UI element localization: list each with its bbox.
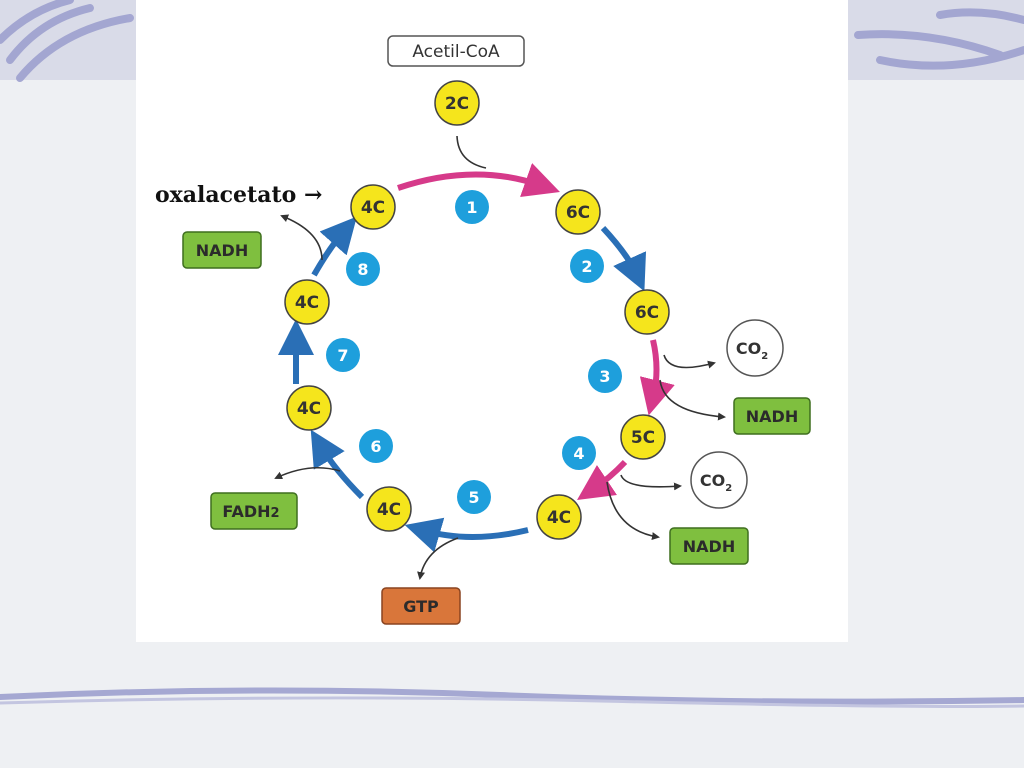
arrow-step-4 (577, 459, 628, 500)
nadh-product-b: NADH (669, 527, 749, 565)
step-2: 2 (570, 249, 604, 283)
co2-product-a: CO2 (726, 319, 784, 377)
node-acetil-2c: 2C (434, 80, 480, 126)
co2-product-b: CO2 (690, 451, 748, 509)
arrow-to-co2-b (620, 474, 682, 491)
svg-text:7: 7 (337, 346, 348, 365)
arrow-step-2 (600, 225, 647, 292)
diagram-panel: Acetil-CoA 2C 1 2 3 4 5 6 7 8 4C 6C 6C 5… (136, 0, 848, 642)
svg-text:4C: 4C (295, 293, 319, 313)
svg-text:8: 8 (357, 260, 368, 279)
acetil-coa-label: Acetil-CoA (412, 42, 500, 62)
arrow-to-nadh-c (280, 214, 323, 261)
node-citrato-6c: 6C (555, 189, 601, 235)
step-7: 7 (326, 338, 360, 372)
fadh2-product: FADH2 (210, 492, 298, 530)
arrow-step-8 (311, 216, 357, 277)
nadh-product-a: NADH (733, 397, 811, 435)
node-5c: 5C (620, 414, 666, 460)
svg-text:4C: 4C (547, 508, 571, 528)
svg-text:4C: 4C (361, 198, 385, 218)
step-3: 3 (588, 359, 622, 393)
oxalacetato-arrow: → (303, 182, 323, 208)
arrow-acetil-entry (456, 135, 487, 169)
svg-text:NADH: NADH (196, 241, 248, 260)
swirl-decoration-left (0, 0, 134, 82)
node-isocitrato-6c: 6C (624, 289, 670, 335)
svg-text:CO2: CO2 (700, 471, 732, 494)
oxalacetato-label: oxalacetato (155, 182, 297, 208)
gtp-product: GTP (381, 587, 461, 625)
svg-text:2: 2 (581, 257, 592, 276)
svg-text:NADH: NADH (746, 407, 798, 426)
svg-text:6C: 6C (566, 203, 590, 223)
arrow-step-3 (639, 339, 675, 416)
arrow-to-fadh2 (274, 466, 341, 480)
node-4c-a: 4C (536, 494, 582, 540)
krebs-cycle-diagram: Acetil-CoA 2C 1 2 3 4 5 6 7 8 4C 6C 6C 5… (182, 35, 811, 625)
svg-text:1: 1 (466, 198, 477, 217)
step-1: 1 (455, 190, 489, 224)
step-6: 6 (359, 429, 393, 463)
svg-text:CO2: CO2 (736, 339, 768, 362)
svg-text:NADH: NADH (683, 537, 735, 556)
svg-text:4C: 4C (297, 399, 321, 419)
arrow-step-5 (404, 517, 529, 553)
svg-text:2C: 2C (445, 94, 469, 114)
svg-text:6C: 6C (635, 303, 659, 323)
svg-text:4C: 4C (377, 500, 401, 520)
svg-text:6: 6 (370, 437, 381, 456)
bottom-wave-decoration (0, 687, 1024, 705)
svg-text:3: 3 (599, 367, 610, 386)
svg-text:GTP: GTP (403, 597, 439, 616)
arrow-step-6 (310, 429, 365, 500)
step-5: 5 (457, 480, 491, 514)
svg-text:4: 4 (573, 444, 584, 463)
node-oxalacetato-4c: 4C (350, 184, 396, 230)
arrow-to-gtp (417, 537, 459, 580)
step-8: 8 (346, 252, 380, 286)
swirl-decoration-right (854, 8, 1024, 70)
arrow-step-1 (397, 163, 560, 197)
step-4: 4 (562, 436, 596, 470)
svg-text:FADH2: FADH2 (222, 502, 279, 521)
acetil-coa-box: Acetil-CoA (387, 35, 525, 67)
oxalacetato-annotation: oxalacetato → (155, 182, 322, 208)
nadh-product-c: NADH (182, 231, 262, 269)
arrow-to-co2-a (663, 354, 716, 369)
svg-text:5: 5 (468, 488, 479, 507)
svg-text:5C: 5C (631, 428, 655, 448)
node-4c-b: 4C (366, 486, 412, 532)
arrow-to-nadh-a (659, 379, 726, 421)
arrow-to-nadh-b (606, 481, 660, 541)
node-4c-d: 4C (284, 279, 330, 325)
node-4c-c: 4C (286, 385, 332, 431)
